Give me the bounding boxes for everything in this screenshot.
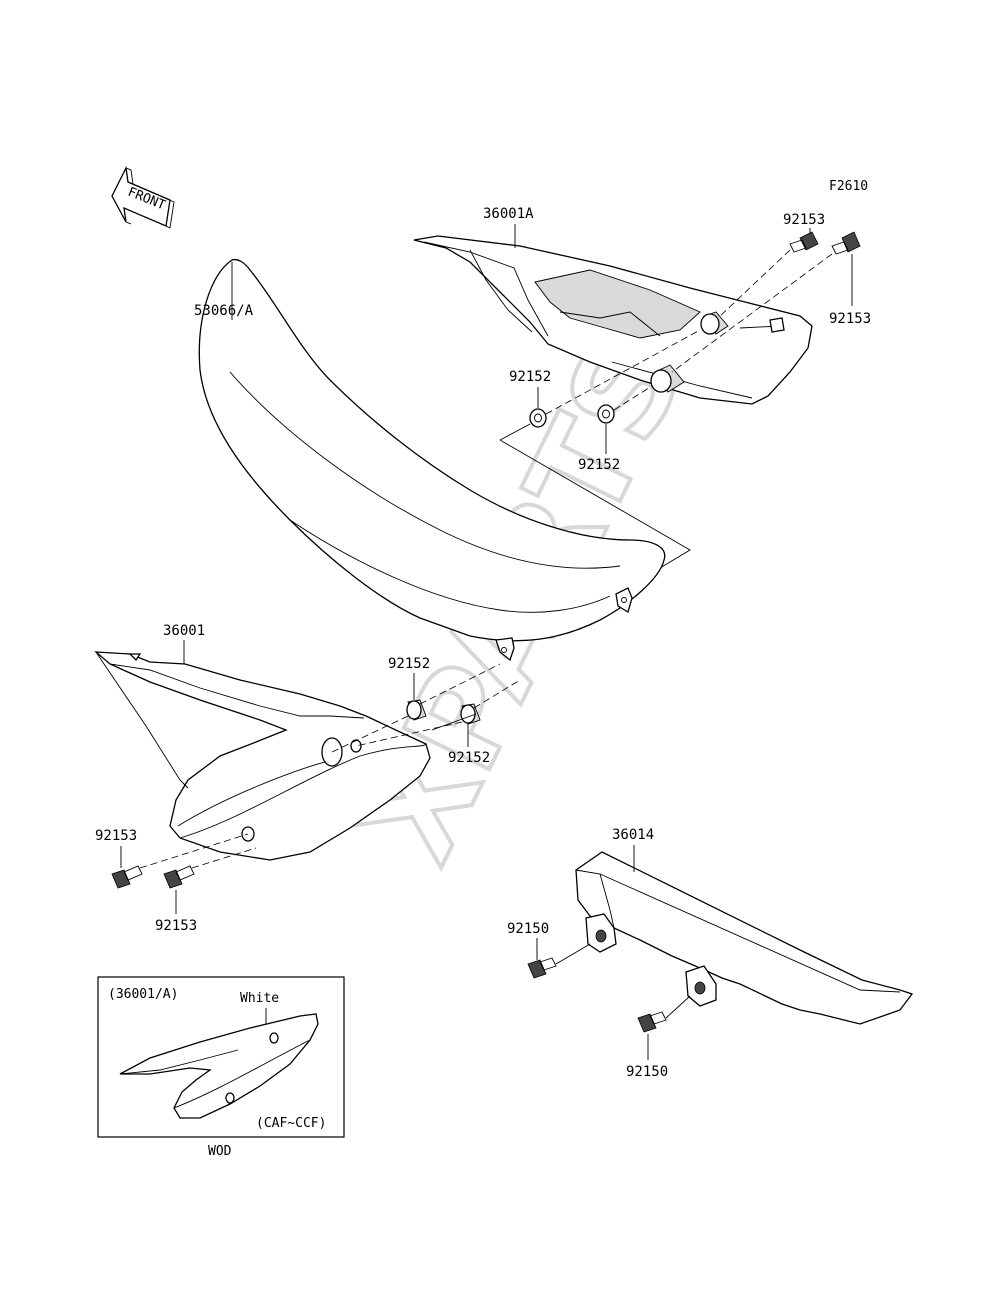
- label-92153-lower-left: 92153: [95, 828, 137, 844]
- bolt-lower-1: [111, 865, 143, 889]
- label-36001: 36001: [163, 623, 205, 639]
- inset-side-cover: [119, 1013, 319, 1119]
- bolt-upper-1: [789, 231, 819, 253]
- front-arrow-icon: FRONT: [111, 165, 175, 229]
- label-53066A: 53066/A: [194, 303, 254, 319]
- bolt-upper-2: [831, 231, 861, 255]
- collar-upper-right: [597, 404, 615, 424]
- label-92152-lower-right: 92152: [448, 750, 490, 766]
- side-cover-right: [413, 235, 813, 405]
- side-cover-left: [94, 651, 431, 861]
- label-92152-upper-left: 92152: [509, 369, 551, 385]
- seat: [198, 258, 666, 662]
- bolt-92150-upper: [527, 957, 557, 979]
- collar-lower-left: [406, 699, 427, 721]
- bolt-92150-lower: [637, 1011, 667, 1033]
- label-92152-upper-right: 92152: [578, 457, 620, 473]
- label-92150-upper: 92150: [507, 921, 549, 937]
- bolt-lower-2: [163, 865, 195, 889]
- label-92153-right: 92153: [829, 311, 871, 327]
- chain-guard: [575, 851, 914, 1025]
- label-92153-top: 92153: [783, 212, 825, 228]
- collar-lower-right: [460, 703, 481, 725]
- label-36001A: 36001A: [483, 206, 534, 222]
- collar-upper-left: [529, 408, 547, 428]
- grommet-lower: [650, 364, 685, 393]
- label-92152-lower-left: 92152: [388, 656, 430, 672]
- grommet-upper: [700, 311, 729, 335]
- inset-color-note: White: [240, 991, 279, 1006]
- label-92153-lower-bottom: 92153: [155, 918, 197, 934]
- label-92150-lower: 92150: [626, 1064, 668, 1080]
- inset-title: (36001/A): [108, 987, 178, 1002]
- label-36014: 36014: [612, 827, 654, 843]
- inset-model-range: (CAF~CCF): [256, 1116, 326, 1131]
- inset-box: (36001/A) White (CAF~CCF): [97, 976, 345, 1138]
- figure-code: F2610: [829, 179, 868, 194]
- inset-caption: WOD: [208, 1144, 232, 1159]
